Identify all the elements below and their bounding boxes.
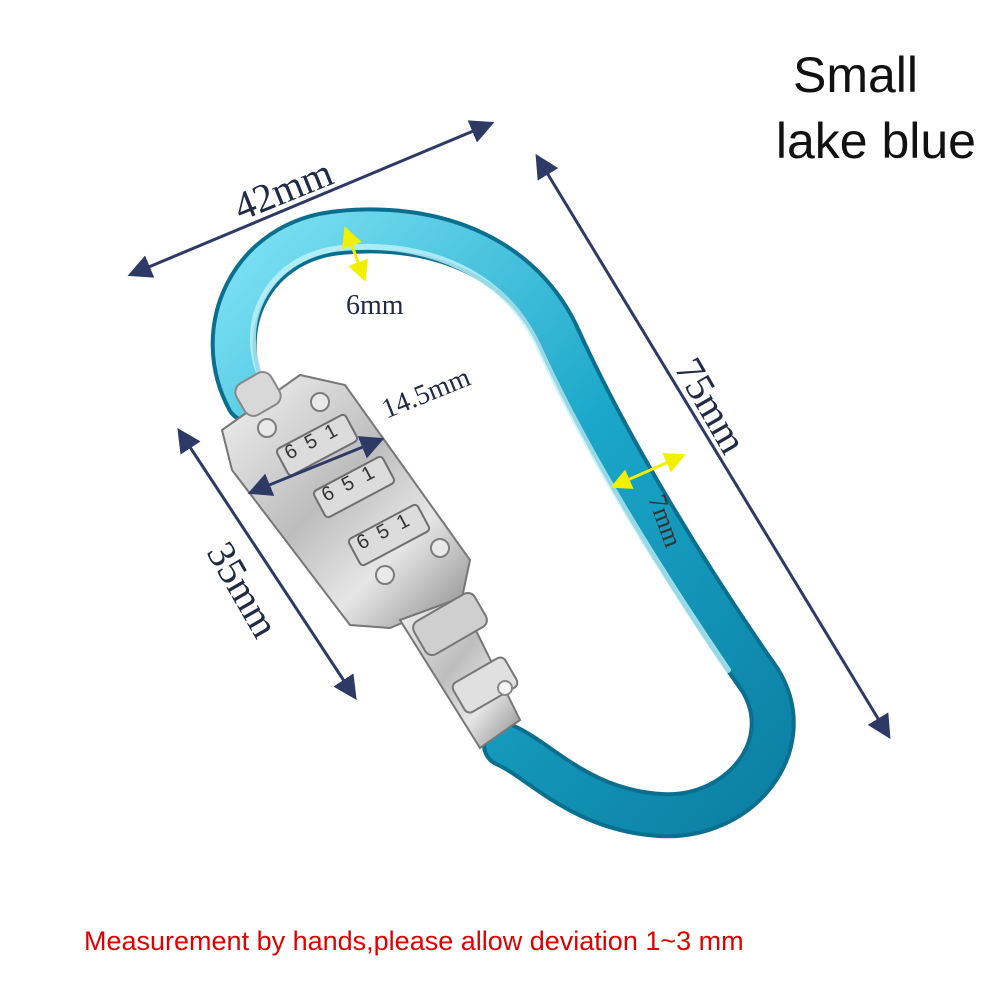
width-arrow: [127, 120, 495, 278]
top-thickness-arrow: [342, 226, 368, 282]
title-color: lake blue: [775, 113, 976, 169]
top-thickness-label: 6mm: [346, 290, 404, 321]
side-thickness-arrow: [610, 453, 686, 489]
length-arrow: [535, 153, 891, 740]
lock-length-arrow: [177, 427, 357, 701]
dimension-arrows: [127, 120, 891, 740]
measurement-disclaimer: Measurement by hands,please allow deviat…: [84, 926, 744, 956]
lock-width-arrow: [247, 436, 385, 496]
title-size: Small: [792, 47, 918, 103]
combination-lock: [220, 371, 522, 750]
thickness-arrows: [342, 226, 686, 489]
